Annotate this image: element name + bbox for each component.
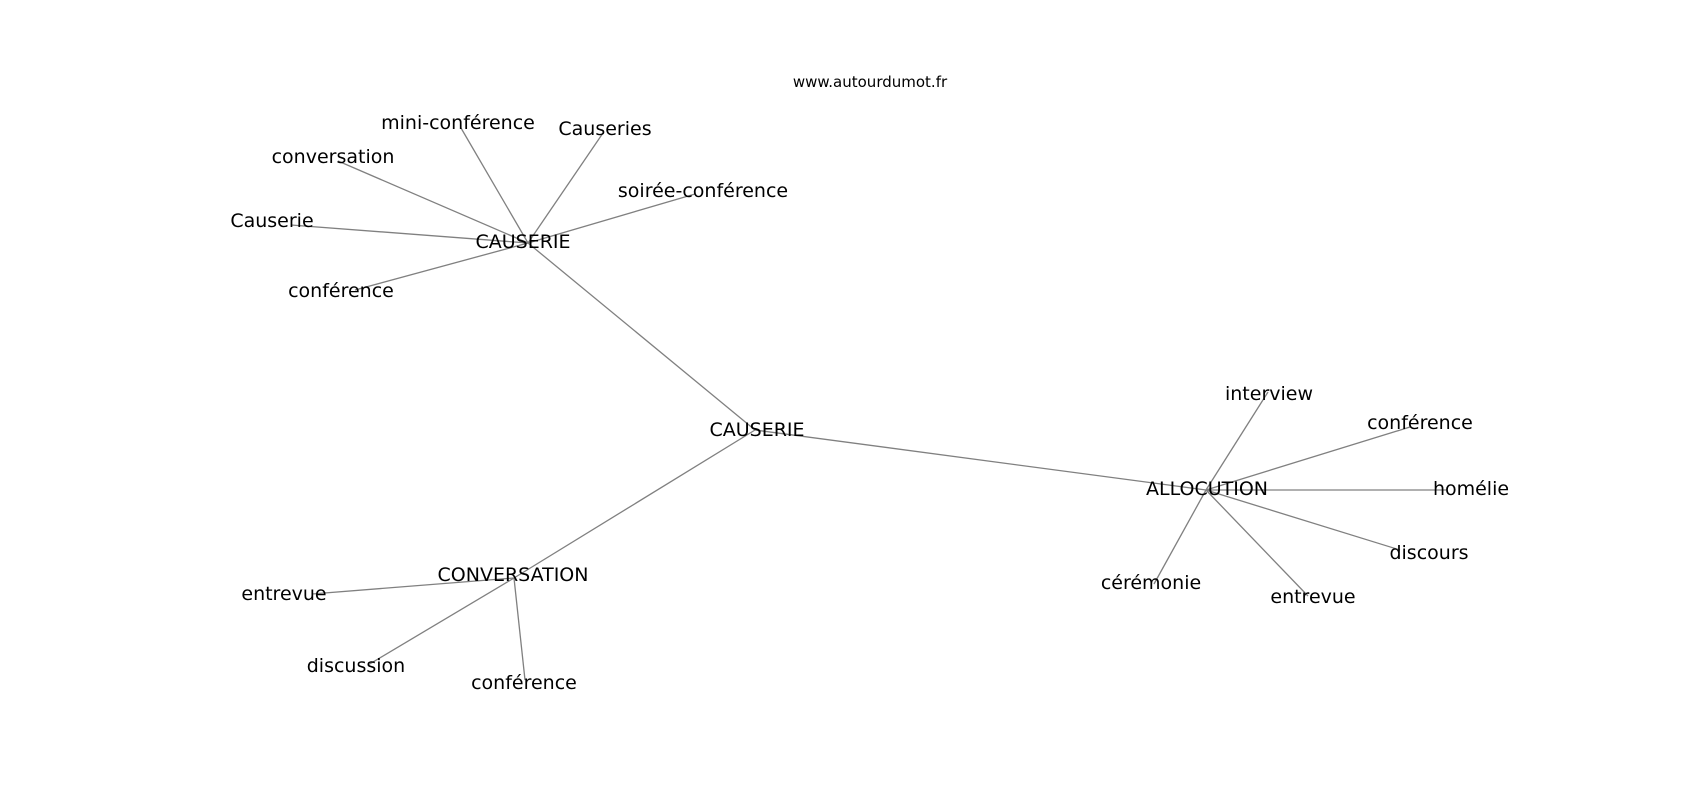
edge-causerie2-c_conference xyxy=(354,242,529,291)
edge-causerie2-c_causerie xyxy=(290,224,529,244)
leaf-node-a-interview: interview xyxy=(1225,383,1313,405)
edge-root-causerie2 xyxy=(527,242,756,431)
edge-causerie2-c_soiree xyxy=(527,193,696,244)
edge-conversation_hub-v_discussion xyxy=(367,577,515,666)
hub-node-root: CAUSERIE xyxy=(709,419,804,441)
leaf-node-c-mini: mini-conférence xyxy=(381,112,535,134)
hub-node-allocution: ALLOCUTION xyxy=(1146,478,1268,500)
leaf-node-c-soiree: soirée-conférence xyxy=(618,180,788,202)
edge-layer xyxy=(290,127,1446,681)
leaf-node-c-causeries: Causeries xyxy=(558,118,651,140)
edge-allocution-a_entrevue xyxy=(1205,489,1309,597)
edge-conversation_hub-v_conference xyxy=(513,577,526,681)
edge-allocution-a_interview xyxy=(1205,391,1269,491)
edge-allocution-a_discours xyxy=(1205,489,1401,551)
edge-root-conversation_hub xyxy=(513,429,756,579)
edge-causerie2-c_conversation xyxy=(337,160,529,244)
leaf-node-v-entrevue: entrevue xyxy=(241,583,326,605)
edge-causerie2-c_causeries xyxy=(527,132,604,244)
edge-allocution-a_ceremonie xyxy=(1153,489,1207,585)
source-watermark: www.autourdumot.fr xyxy=(793,73,948,91)
leaf-node-v-conference: conférence xyxy=(471,672,577,694)
leaf-node-c-causerie: Causerie xyxy=(230,210,313,232)
node-layer: CAUSERIE CAUSERIE CONVERSATION ALLOCUTION mi… xyxy=(230,112,1509,694)
hub-node-causerie2: CAUSERIE xyxy=(475,231,570,253)
edge-causerie2-c_mini xyxy=(460,127,529,244)
edge-conversation_hub-v_entrevue xyxy=(311,577,515,595)
leaf-node-a-discours: discours xyxy=(1389,542,1468,564)
leaf-node-a-homelie: homélie xyxy=(1433,478,1509,500)
edge-allocution-a_conference xyxy=(1205,426,1411,491)
leaf-node-a-ceremonie: cérémonie xyxy=(1101,572,1201,594)
leaf-node-a-conference: conférence xyxy=(1367,412,1473,434)
leaf-node-a-entrevue: entrevue xyxy=(1270,586,1355,608)
edge-root-allocution xyxy=(754,429,1207,491)
leaf-node-c-conference: conférence xyxy=(288,280,394,302)
leaf-node-c-conversation: conversation xyxy=(272,146,395,168)
hub-node-conversation-hub: CONVERSATION xyxy=(438,564,589,586)
leaf-node-v-discussion: discussion xyxy=(307,655,405,677)
